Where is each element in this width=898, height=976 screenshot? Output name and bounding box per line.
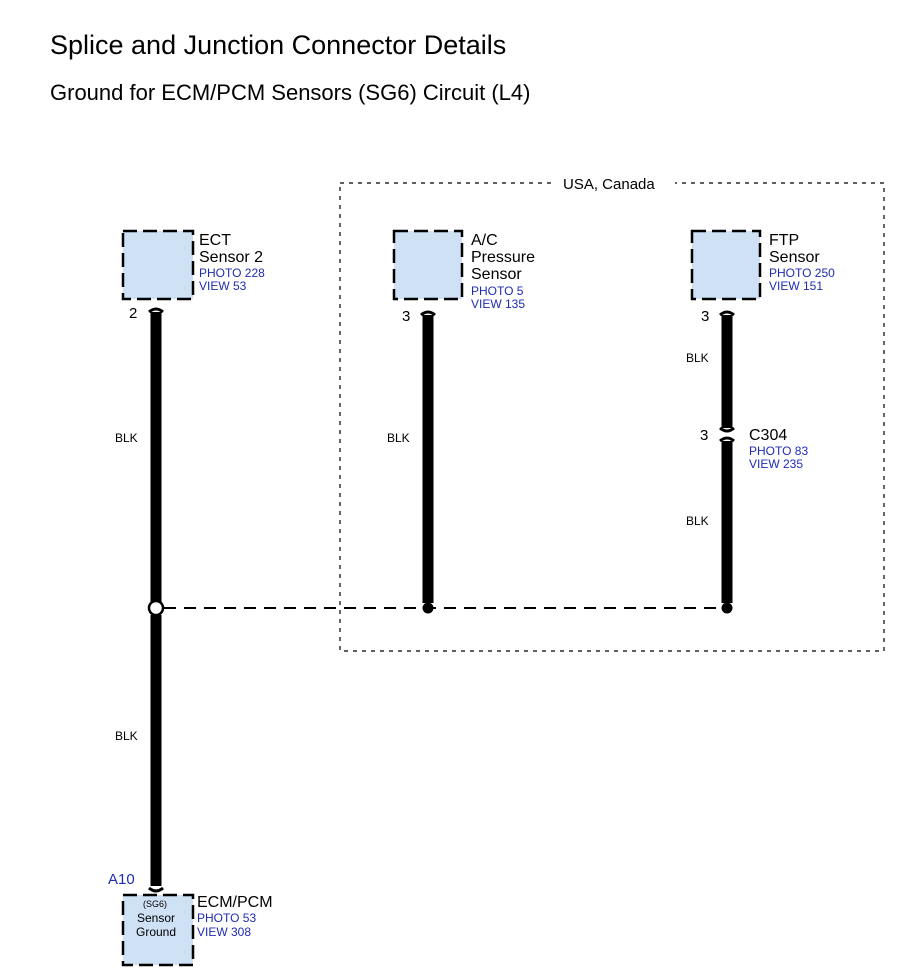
ftp-terminal-icon <box>719 310 735 317</box>
ftp-view-link[interactable]: VIEW 151 <box>769 279 823 293</box>
ftp-splice-dot-icon <box>721 602 733 614</box>
ftp-name-line2: Sensor <box>769 249 820 266</box>
ac-terminal-icon <box>420 310 436 317</box>
c304-top-terminal-icon <box>719 426 735 433</box>
ecm-inner-line2: Sensor <box>137 911 175 925</box>
ect-wire-color: BLK <box>115 431 138 445</box>
c304-view-link[interactable]: VIEW 235 <box>749 457 803 471</box>
ect-pin-number: 2 <box>129 305 137 322</box>
ecm-name: ECM/PCM <box>197 894 273 911</box>
ect-view-link[interactable]: VIEW 53 <box>199 279 247 293</box>
ac-name-line3: Sensor <box>471 266 522 283</box>
ac-photo-link[interactable]: PHOTO 5 <box>471 284 524 298</box>
ac-name-line1: A/C <box>471 232 498 249</box>
ecm-terminal-icon <box>148 886 164 893</box>
ect-name-line2: Sensor 2 <box>199 249 263 266</box>
ac-pressure-sensor-box[interactable] <box>392 229 464 301</box>
ftp-name-line1: FTP <box>769 232 799 249</box>
ac-wire-color: BLK <box>387 431 410 445</box>
ftp-wire-lower-color: BLK <box>686 514 709 528</box>
ac-splice-dot-icon <box>422 602 434 614</box>
c304-pin-number: 3 <box>700 427 708 444</box>
ecm-pcm-box[interactable] <box>121 893 195 967</box>
ftp-sensor-box[interactable] <box>690 229 762 301</box>
ect-sensor-2-box[interactable] <box>121 229 195 301</box>
ecm-view-link[interactable]: VIEW 308 <box>197 925 251 939</box>
ftp-photo-link[interactable]: PHOTO 250 <box>769 266 835 280</box>
ect-photo-link[interactable]: PHOTO 228 <box>199 266 265 280</box>
zone-label: USA, Canada <box>563 176 655 193</box>
ftp-pin-number: 3 <box>701 308 709 325</box>
ecm-inner-line3: Ground <box>136 925 176 939</box>
ect-name-line1: ECT <box>199 232 231 249</box>
page-subtitle: Ground for ECM/PCM Sensors (SG6) Circuit… <box>50 80 531 105</box>
c304-name[interactable]: C304 <box>749 427 787 444</box>
ecm-pin-label: A10 <box>108 871 135 888</box>
c304-photo-link[interactable]: PHOTO 83 <box>749 444 808 458</box>
ect-splice-dot-icon <box>147 599 165 617</box>
ecm-photo-link[interactable]: PHOTO 53 <box>197 911 256 925</box>
ecm-wire-color: BLK <box>115 729 138 743</box>
ect-terminal-icon <box>148 307 164 314</box>
ftp-wire-upper-color: BLK <box>686 351 709 365</box>
c304-bottom-terminal-icon <box>719 436 735 443</box>
ac-view-link[interactable]: VIEW 135 <box>471 297 525 311</box>
ac-pin-number: 3 <box>402 308 410 325</box>
ecm-inner-line1: (SG6) <box>143 899 167 909</box>
page-title: Splice and Junction Connector Details <box>50 30 507 60</box>
ac-name-line2: Pressure <box>471 249 535 266</box>
zone-label-backdrop <box>555 172 675 194</box>
